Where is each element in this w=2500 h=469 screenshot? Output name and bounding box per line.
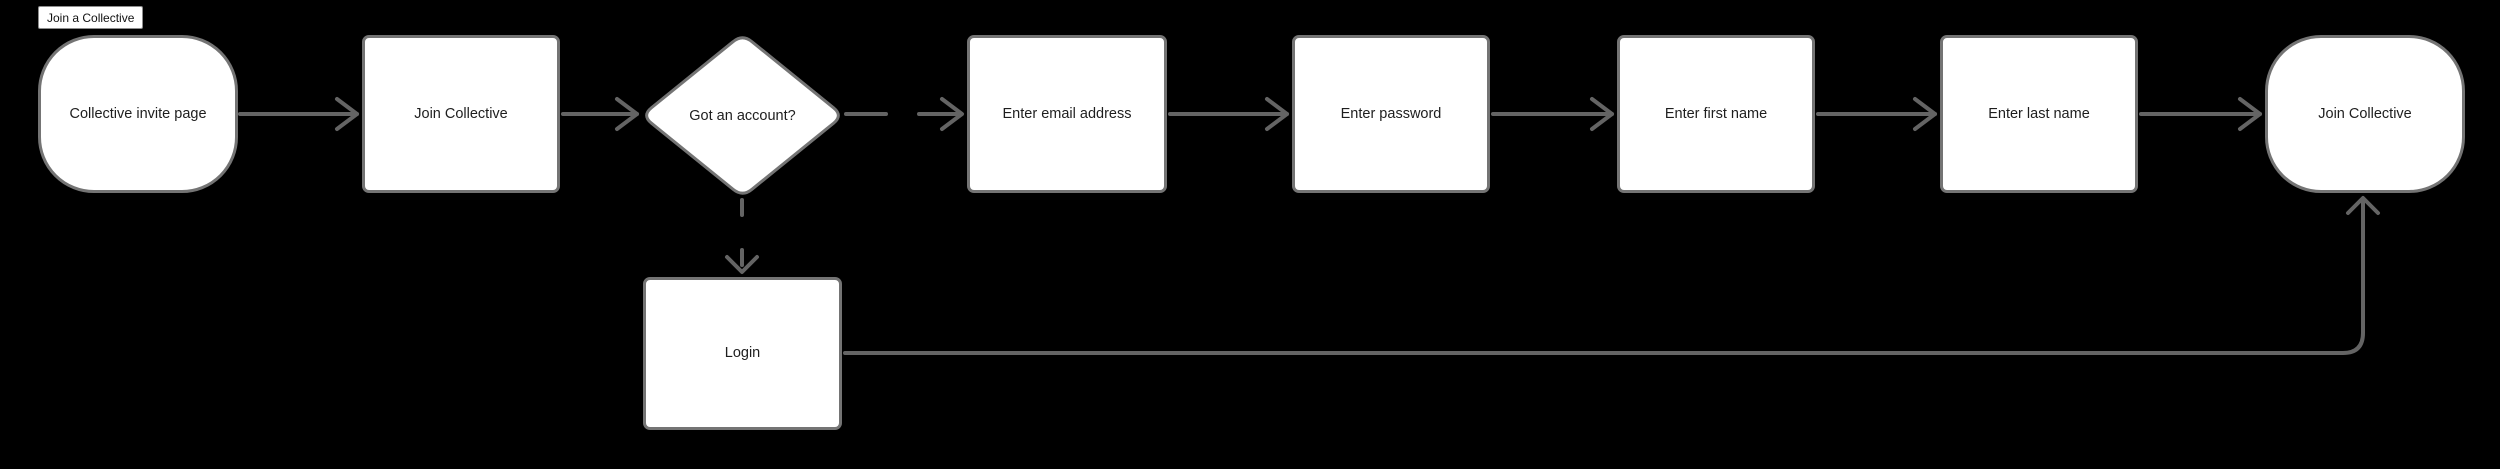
arrowhead-right-icon (1913, 97, 1937, 131)
arrowhead-down-icon (725, 255, 759, 274)
arrowhead-right-icon (615, 97, 639, 131)
node-label: Enter password (1340, 105, 1442, 122)
node-label: Enter email address (1002, 105, 1132, 122)
node-enter-last-name[interactable]: Enter last name (1940, 35, 2138, 193)
node-join-collective-end[interactable]: Join Collective (2265, 35, 2465, 193)
node-label: Login (724, 345, 761, 361)
arrowhead-right-icon (1590, 97, 1614, 131)
flow-title-label: Join a Collective (47, 10, 135, 25)
node-label: Join Collective (2318, 105, 2412, 122)
node-label: Collective invite page (69, 105, 207, 122)
node-label: Enter first name (1664, 105, 1768, 122)
arrowhead-up-icon (2346, 196, 2380, 215)
decision-node-got-an-account[interactable] (645, 36, 840, 195)
node-label: Enter last name (1988, 105, 2090, 122)
node-label: Join Collective (414, 105, 508, 122)
arrowhead-right-icon (1265, 97, 1289, 131)
arrowhead-right-icon (2238, 97, 2262, 131)
flow-title-chip[interactable]: Join a Collective (38, 6, 144, 29)
node-join-collective[interactable]: Join Collective (362, 35, 560, 193)
arrowhead-right-icon (335, 97, 359, 131)
node-enter-password[interactable]: Enter password (1292, 35, 1490, 193)
decision-node-label: Got an account? (689, 107, 796, 124)
node-enter-email-address[interactable]: Enter email address (967, 35, 1167, 193)
node-login[interactable]: Login (643, 277, 842, 430)
node-enter-first-name[interactable]: Enter first name (1617, 35, 1815, 193)
edge-login-to-end[interactable] (843, 198, 2365, 355)
arrowhead-right-icon (940, 97, 964, 131)
node-collective-invite-page[interactable]: Collective invite page (38, 35, 238, 193)
